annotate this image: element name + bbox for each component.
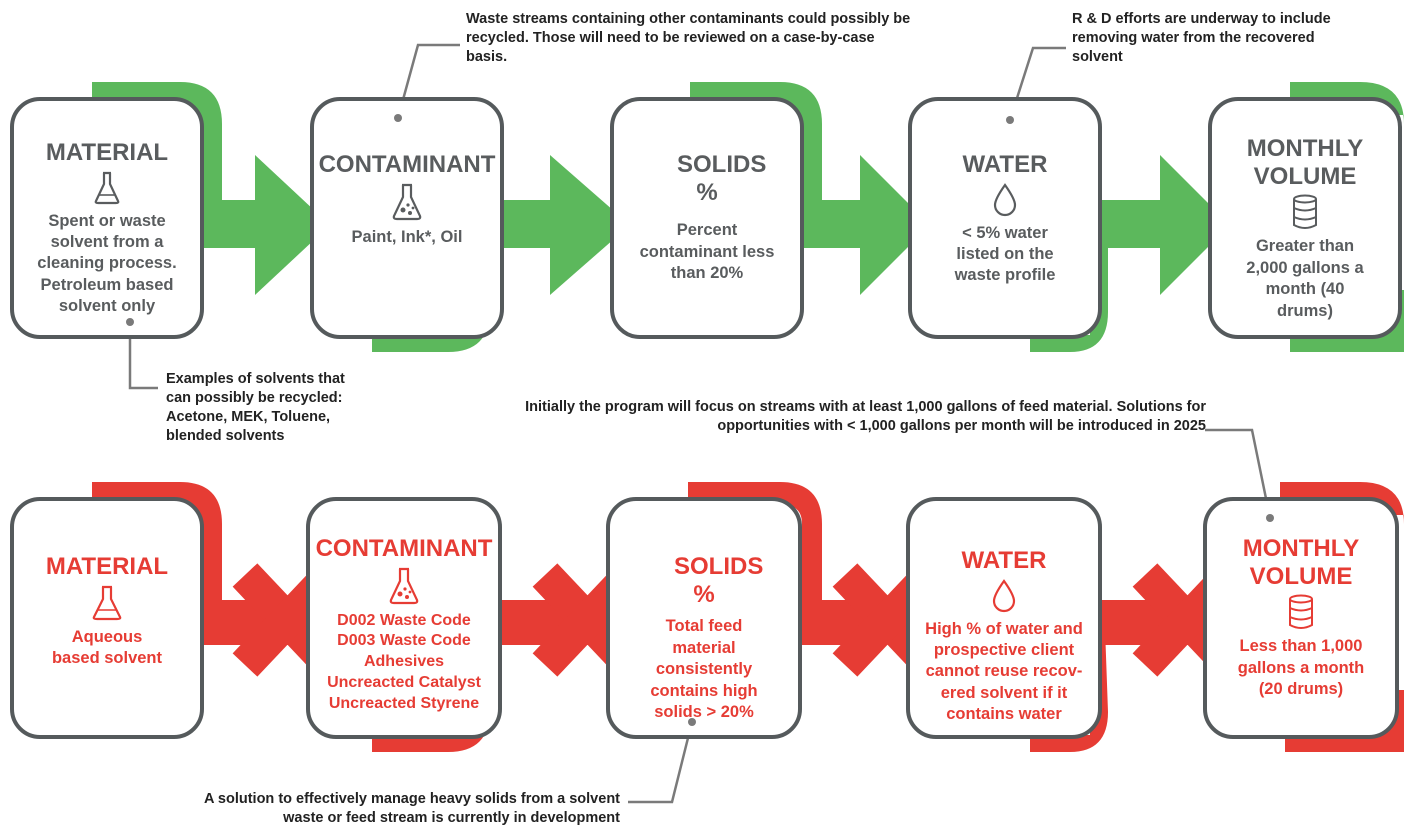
leader-lines: [128, 43, 1272, 804]
box-description: D002 Waste Code D003 Waste Code Adhesive…: [327, 611, 481, 712]
flask-icon: [92, 585, 122, 620]
contaminant-note: Waste streams containing other contamina…: [466, 11, 911, 65]
box-title: WATER: [961, 547, 1047, 574]
box-description: Paint, Ink*, Oil: [351, 227, 463, 246]
accepted-solids-box: SOLIDS % Percent contaminant less than 2…: [610, 97, 804, 339]
box-description: Total feed material consistently contain…: [650, 617, 758, 721]
solids-note: A solution to effectively manage heavy s…: [203, 791, 620, 826]
leader-pin: [126, 318, 134, 326]
box-title: MATERIAL: [45, 139, 169, 166]
drum-icon: [1289, 594, 1313, 630]
box-title: MONTHLY VOLUME: [1246, 135, 1364, 190]
accepted-volume-box: MONTHLY VOLUME Greater than 2,000 gallon…: [1208, 97, 1402, 339]
leader-pin: [394, 114, 402, 122]
box-description: < 5% water listed on the waste profile: [954, 223, 1056, 285]
rejected-volume-box: MONTHLY VOLUME Less than 1,000 gallons a…: [1203, 497, 1399, 739]
rejected-solids-box: SOLIDS % Total feed material consistentl…: [606, 497, 802, 739]
box-title: MONTHLY VOLUME: [1242, 535, 1360, 590]
box-description: High % of water and prospective client c…: [925, 619, 1083, 724]
volume-note: Initially the program will focus on stre…: [525, 399, 1206, 434]
box-title: SOLIDS %: [677, 151, 767, 206]
rejected-water-box: WATER High % of water and prospective cl…: [906, 497, 1102, 739]
leader-pin: [688, 718, 696, 726]
box-title: MATERIAL: [45, 553, 169, 580]
flask-bubbles-icon: [389, 567, 419, 604]
leader-pin: [1266, 514, 1274, 522]
water-note: R & D efforts are underway to include re…: [1072, 11, 1331, 65]
water-drop-icon: [992, 578, 1016, 612]
box-title: SOLIDS %: [674, 553, 764, 608]
box-title: CONTAMINANT: [315, 535, 493, 562]
box-description: Percent contaminant less than 20%: [639, 221, 775, 283]
water-drop-icon: [993, 182, 1017, 216]
leader-pin: [1006, 116, 1014, 124]
rejected-contaminant-box: CONTAMINANT D002 Waste Code D003 Waste C…: [306, 497, 502, 739]
accepted-contaminant-box: CONTAMINANT Paint, Ink*, Oil: [310, 97, 504, 339]
box-description: Greater than 2,000 gallons a month (40 d…: [1246, 237, 1364, 320]
accepted-material-box: MATERIAL Spent or waste solvent from a c…: [10, 97, 204, 339]
flask-icon: [94, 171, 120, 204]
box-description: Less than 1,000 gallons a month (20 drum…: [1237, 637, 1365, 699]
box-description: Aqueous based solvent: [51, 627, 163, 668]
box-title: CONTAMINANT: [318, 151, 496, 178]
accepted-water-box: WATER < 5% water listed on the waste pro…: [908, 97, 1102, 339]
flask-bubbles-icon: [392, 183, 422, 220]
solvents-note: Examples of solvents that can possibly b…: [166, 371, 345, 444]
box-title: WATER: [962, 151, 1048, 178]
rejected-material-box: MATERIAL Aqueous based solvent: [10, 497, 204, 739]
box-description: Spent or waste solvent from a cleaning p…: [37, 211, 177, 316]
drum-icon: [1293, 194, 1317, 230]
